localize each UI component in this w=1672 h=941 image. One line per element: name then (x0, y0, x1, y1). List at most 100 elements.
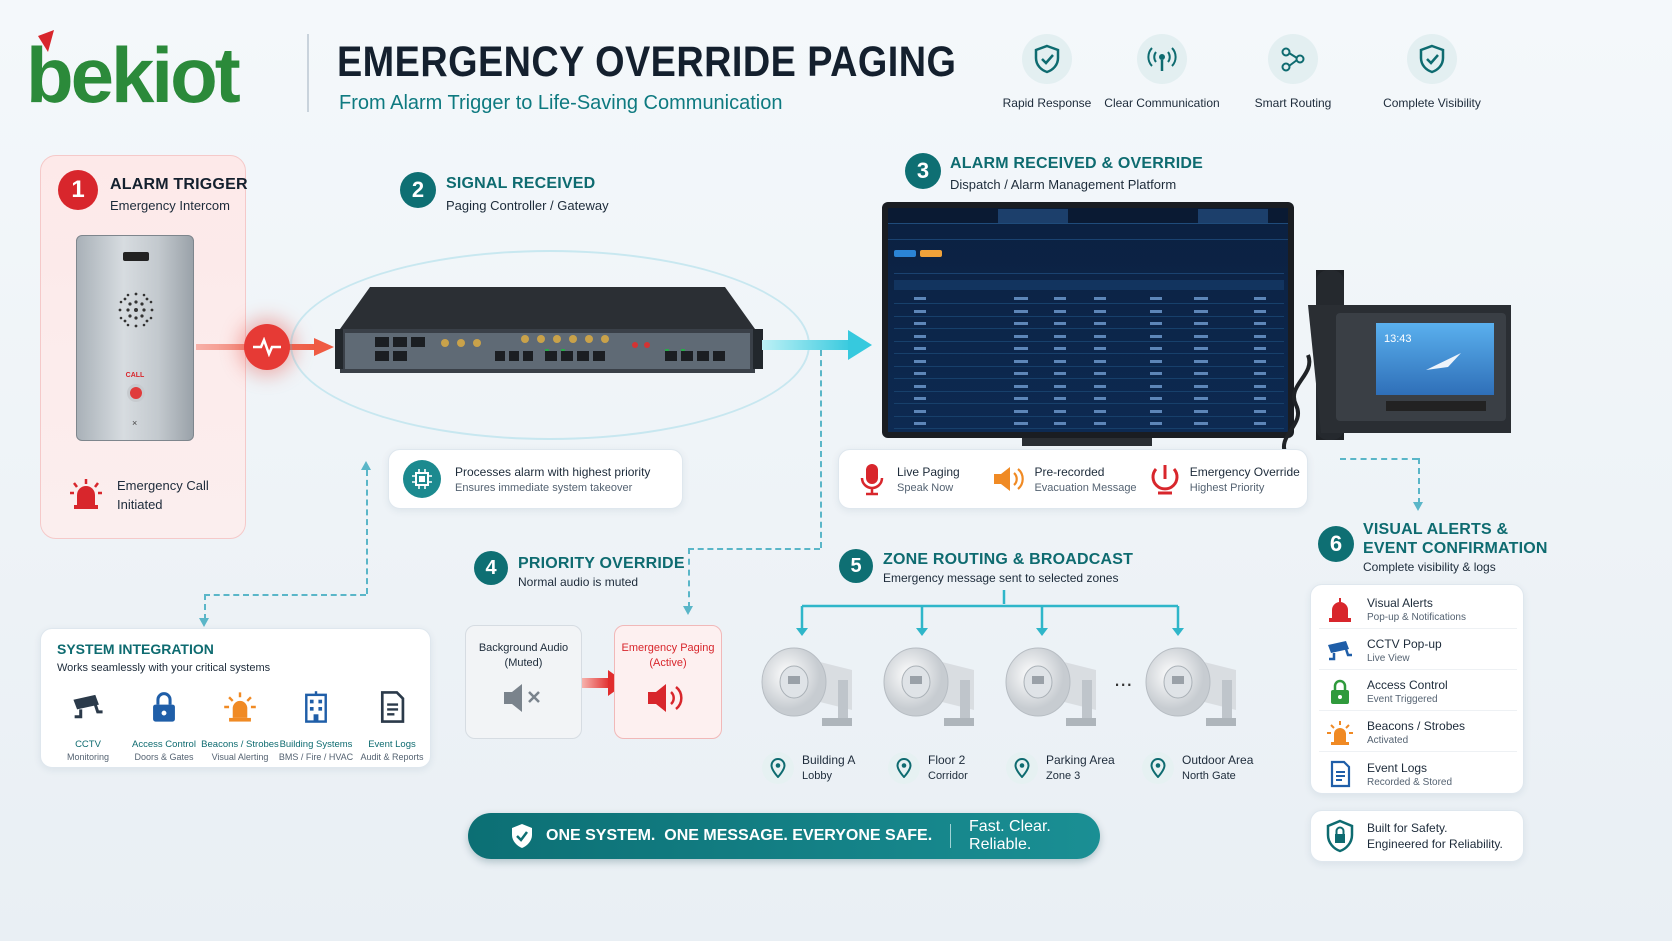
integration-item: Building Systems BMS / Fire / HVAC (277, 689, 355, 762)
integration-item-title: CCTV (75, 739, 101, 750)
dispatch-table-row (894, 344, 1284, 354)
background-audio-card: Background Audio (Muted) (465, 625, 582, 739)
connector-visual-h (1340, 458, 1418, 460)
alert-sub: Recorded & Stored (1367, 776, 1453, 788)
feature-label: Complete Visibility (1383, 96, 1481, 110)
phone-time: 13:43 (1384, 333, 1412, 345)
integration-item-title: Building Systems (279, 739, 353, 750)
alarm-bell-icon (1323, 596, 1357, 624)
connector-override-v (820, 350, 822, 548)
step2-subtitle: Paging Controller / Gateway (446, 198, 609, 213)
dispatch-table-row (894, 307, 1284, 317)
feature-label: Rapid Response (1002, 96, 1092, 110)
alert-title: Access Control (1367, 678, 1448, 692)
siren-icon (66, 474, 106, 514)
horn-speaker (1004, 640, 1104, 730)
feature-complete-visibility: Complete Visibility (1370, 34, 1494, 110)
cctv-icon (1323, 637, 1357, 665)
emergency-intercom-device: CALL × (76, 235, 194, 441)
step1-subtitle: Emergency Intercom (110, 198, 230, 213)
dispatch-monitor (882, 202, 1294, 446)
dispatch-table-row (894, 319, 1284, 329)
alert-title: Beacons / Strobes (1367, 719, 1466, 733)
zone-name: Building A (802, 753, 856, 767)
override-icon (1150, 463, 1180, 495)
integration-item-sub: Doors & Gates (134, 752, 194, 762)
page-title: EMERGENCY OVERRIDE PAGING (337, 38, 957, 86)
step1-title: ALARM TRIGGER (110, 176, 248, 193)
mode-title: Emergency Override (1189, 464, 1300, 479)
emergency-paging-label: Emergency Paging (621, 642, 715, 654)
info-sub: Ensures immediate system takeover (455, 481, 633, 494)
shield-check-icon (510, 823, 534, 849)
system-integration-card: SYSTEM INTEGRATION Works seamlessly with… (40, 628, 431, 768)
integration-item-title: Access Control (132, 739, 196, 750)
step3-number: 3 (905, 153, 941, 189)
call-button[interactable] (127, 384, 145, 402)
step4-number: 4 (474, 551, 508, 585)
location-pin-icon (1006, 752, 1038, 784)
integration-subtitle: Works seamlessly with your critical syst… (57, 662, 271, 674)
integration-item: Access Control Doors & Gates (125, 689, 203, 762)
step4-title: PRIORITY OVERRIDE (518, 555, 685, 572)
page-subtitle: From Alarm Trigger to Life-Saving Commun… (339, 92, 783, 114)
step6-title-line: EVENT CONFIRMATION (1363, 540, 1548, 557)
paging-controller-device (335, 285, 765, 380)
microphone-icon (859, 462, 885, 496)
dispatch-table-row (894, 382, 1284, 392)
mute-icon (502, 681, 546, 715)
step6-subtitle: Complete visibility & logs (1363, 560, 1496, 574)
step2-number: 2 (400, 172, 436, 208)
alert-sub: Live View (1367, 653, 1410, 664)
step6-title: VISUAL ALERTS & EVENT CONFIRMATION (1363, 520, 1548, 558)
integration-item: CCTV Monitoring (49, 689, 127, 762)
location-pin-icon (762, 752, 794, 784)
status-line: Initiated (117, 497, 163, 512)
integration-item-title: Beacons / Strobes (201, 739, 279, 750)
zone-item[interactable]: Building A Lobby (762, 752, 855, 784)
alert-title: CCTV Pop-up (1367, 637, 1442, 651)
connector-integration-up (366, 470, 368, 594)
zone-sub: Lobby (802, 770, 832, 782)
connector-integration-down (204, 594, 206, 620)
integration-item: Beacons / Strobes Visual Alerting (201, 689, 279, 762)
brand-logo: bekiot (26, 30, 276, 119)
dispatch-table-row (894, 369, 1284, 379)
connector-override-h (688, 548, 820, 550)
step6-title-line: VISUAL ALERTS & (1363, 521, 1509, 538)
step3-subtitle: Dispatch / Alarm Management Platform (950, 177, 1177, 192)
alert-sub: Activated (1367, 735, 1409, 746)
mode-sub: Highest Priority (1189, 481, 1265, 494)
document-icon (1323, 760, 1357, 788)
zone-name: Outdoor Area (1182, 753, 1254, 767)
horn-speaker (882, 640, 982, 730)
integration-item: Event Logs Audit & Reports (353, 689, 431, 762)
step1-number: 1 (58, 170, 98, 210)
shield-check-icon (1407, 34, 1457, 84)
cctv-icon (71, 689, 105, 725)
badge-line: Engineered for Reliability. (1367, 837, 1503, 851)
connector-integration-h (204, 594, 366, 596)
integration-item-sub: Monitoring (66, 752, 110, 762)
emergency-paging-status: (Active) (649, 657, 687, 669)
speaker-icon (992, 464, 1025, 494)
controller-info-card: Processes alarm with highest priority En… (388, 449, 683, 509)
step5-title: ZONE ROUTING & BROADCAST (883, 551, 1134, 568)
dispatch-table-row (894, 394, 1284, 404)
beacon-icon (223, 689, 257, 725)
step3-title: ALARM RECEIVED & OVERRIDE (950, 155, 1204, 172)
routing-icon (1268, 34, 1318, 84)
integration-item-title: Event Logs (368, 739, 416, 750)
